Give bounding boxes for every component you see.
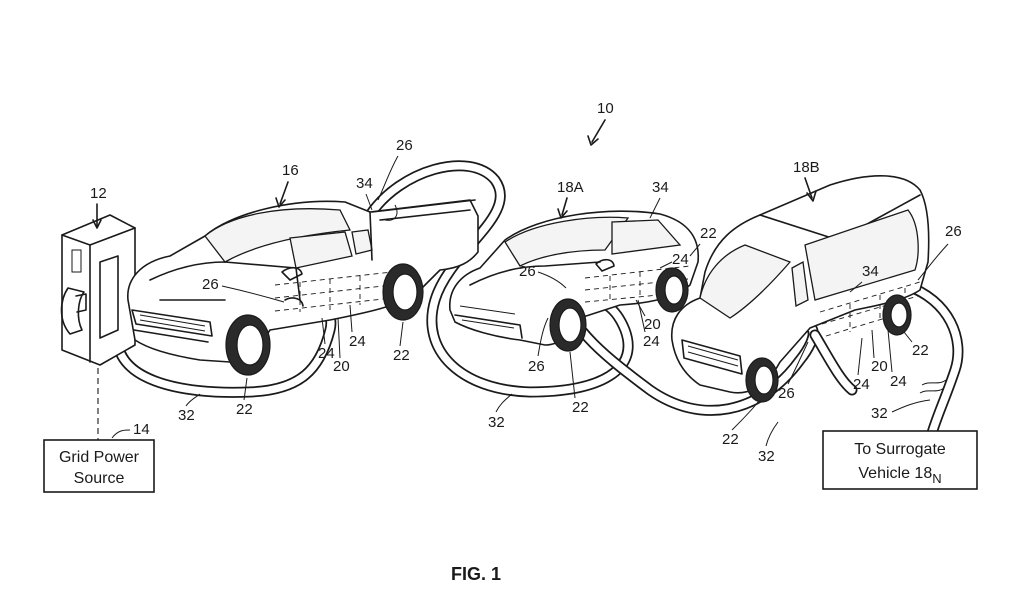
ref-battery-van-1: 24 bbox=[853, 376, 870, 393]
ref-port-van-front: 26 bbox=[778, 385, 795, 402]
ref-port-sedan-top: 26 bbox=[519, 263, 536, 280]
ref-wheel-pickup-front: 22 bbox=[236, 401, 253, 418]
grid-box-line1: Grid Power bbox=[59, 449, 140, 466]
charging-station bbox=[60, 214, 136, 366]
ref-charger: 12 bbox=[90, 185, 107, 202]
ref-battery-pickup-2: 24 bbox=[349, 333, 366, 350]
ref-port-bed: 26 bbox=[396, 137, 413, 154]
ref-wheel-van-front: 22 bbox=[722, 431, 739, 448]
pickup-truck bbox=[127, 199, 479, 376]
sedan-18a bbox=[449, 210, 700, 352]
ref-cable-pickup: 32 bbox=[178, 407, 195, 424]
ref-array-pickup: 20 bbox=[333, 358, 350, 375]
grid-ref-label: 14 bbox=[133, 421, 150, 438]
ref-wheel-pickup-rear: 22 bbox=[393, 347, 410, 364]
ref-system: 10 bbox=[597, 100, 614, 117]
ref-wheel-sedan-front: 22 bbox=[572, 399, 589, 416]
ref-cable-van: 32 bbox=[758, 448, 775, 465]
ref-port-sedan-bottom: 26 bbox=[528, 358, 545, 375]
charging-cables bbox=[111, 160, 964, 446]
surrogate-subscript: N bbox=[932, 471, 941, 486]
ref-battery-sedan-1: 24 bbox=[672, 251, 689, 268]
ref-van: 18B bbox=[793, 159, 820, 176]
ref-bed-pickup: 34 bbox=[356, 175, 373, 192]
van-18b bbox=[671, 175, 930, 403]
ref-pickup: 16 bbox=[282, 162, 299, 179]
ref-wheel-van-rear: 22 bbox=[912, 342, 929, 359]
grid-box-line2: Source bbox=[74, 470, 125, 487]
ref-bed-van: 34 bbox=[862, 263, 879, 280]
surrogate-box-line1: To Surrogate bbox=[854, 441, 946, 458]
figure-caption: FIG. 1 bbox=[451, 564, 501, 584]
ref-battery-sedan-2: 24 bbox=[643, 333, 660, 350]
ref-battery-pickup-1: 24 bbox=[318, 345, 335, 362]
surrogate-box-line2: Vehicle 18N bbox=[858, 465, 941, 486]
ref-cable-sedan: 32 bbox=[488, 414, 505, 431]
ref-array-van: 20 bbox=[871, 358, 888, 375]
ref-port-van-rear: 26 bbox=[945, 223, 962, 240]
ref-cable-surrogate: 32 bbox=[871, 405, 888, 422]
reference-labels: 10 12 16 18A 18B 26 26 26 26 26 26 34 34… bbox=[90, 100, 962, 465]
ref-bed-sedan: 34 bbox=[652, 179, 669, 196]
grid-power-source-box: Grid Power Source 14 bbox=[43, 368, 155, 493]
ref-sedan: 18A bbox=[557, 179, 584, 196]
ref-battery-van-2: 24 bbox=[890, 373, 907, 390]
ref-array-sedan: 20 bbox=[644, 316, 661, 333]
ref-wheel-sedan-top: 22 bbox=[700, 225, 717, 242]
surrogate-vehicle-box: To Surrogate Vehicle 18N bbox=[822, 379, 978, 490]
ref-port-pickup: 26 bbox=[202, 276, 219, 293]
